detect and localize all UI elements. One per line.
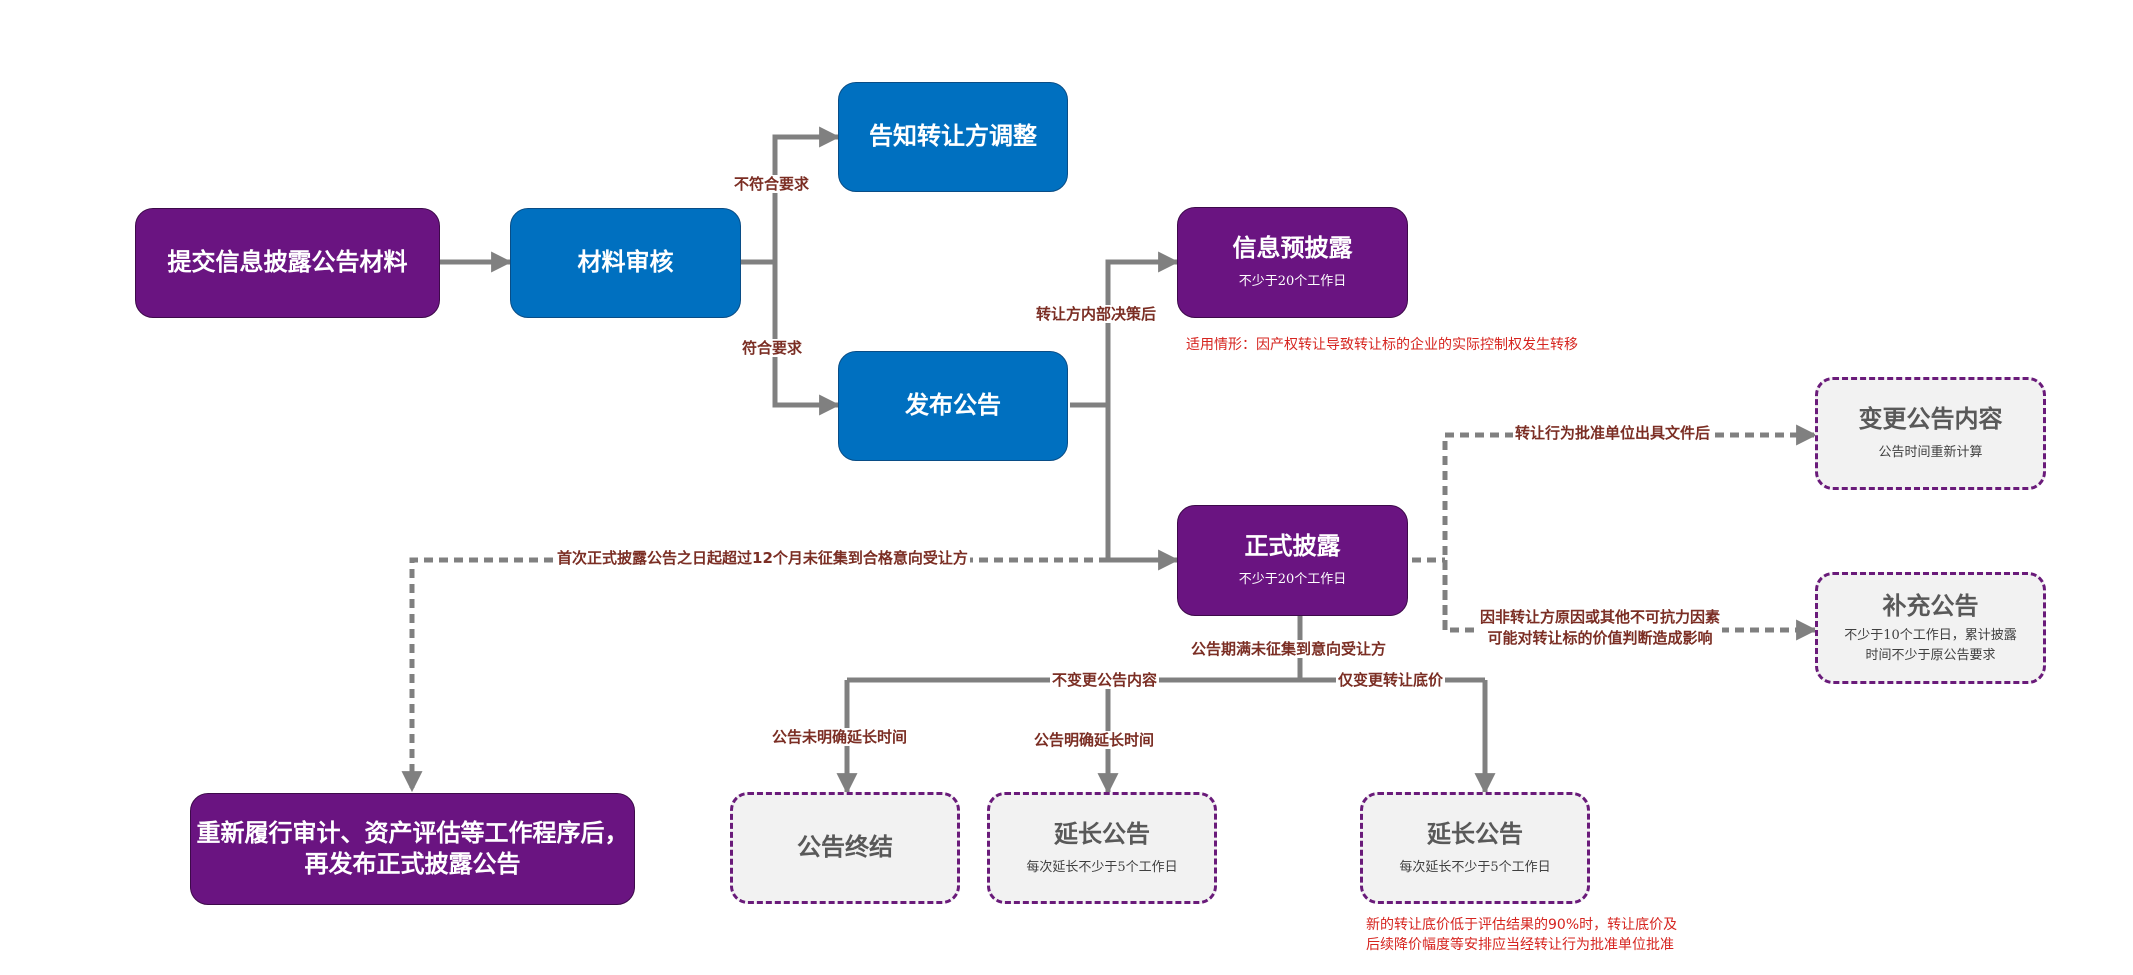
edge-to-change-content (1442, 424, 1818, 630)
edge-to-redo (401, 557, 1108, 793)
note-pre-disclosure-scope: 适用情形：因产权转让导致转让标的企业的实际控制权发生转移 (1186, 337, 1578, 353)
label-after-approval-docs: 转让行为批准单位出具文件后 (1513, 424, 1713, 442)
node-title: 公告终结 (797, 833, 893, 862)
edge-to-notify (772, 126, 841, 262)
label-with-extension-time: 公告明确延长时间 (1032, 731, 1157, 749)
node-subtitle: 不少于10个工作日，累计披露 时间不少于原公告要求 (1844, 626, 2017, 665)
node-title: 正式披露 (1244, 532, 1341, 561)
label-over-12-months: 首次正式披露公告之日起超过12个月未征集到合格意向受让方 (555, 549, 970, 567)
label-period-expired: 公告期满未征集到意向受让方 (1189, 640, 1389, 658)
node-title: 补充公告 (1882, 591, 1979, 620)
node-notify-transferor[interactable]: 告知转让方调整 (838, 82, 1068, 192)
label-line: 因非转让方原因或其他不可抗力因素 (1480, 608, 1721, 626)
label-force-majeure: 因非转让方原因或其他不可抗力因素 可能对转让标的价值判断造成影响 (1478, 608, 1723, 647)
label-no-change: 不变更公告内容 (1050, 671, 1160, 689)
node-subtitle-line: 时间不少于原公告要求 (1865, 647, 1996, 663)
node-title: 告知转让方调整 (869, 122, 1037, 151)
node-change-content[interactable]: 变更公告内容 公告时间重新计算 (1815, 377, 2046, 490)
node-title-line: 再发布正式披露公告 (304, 850, 521, 878)
node-submit-materials[interactable]: 提交信息披露公告材料 (135, 208, 440, 318)
label-line: 可能对转让标的价值判断造成影响 (1487, 629, 1713, 647)
node-redo-procedures[interactable]: 重新履行审计、资产评估等工作程序后， 再发布正式披露公告 (190, 793, 635, 905)
node-title: 材料审核 (577, 248, 674, 277)
node-subtitle: 不少于20个工作日 (1238, 572, 1347, 588)
node-extend-announcement-2[interactable]: 延长公告 每次延长不少于5个工作日 (1360, 792, 1590, 904)
node-terminate[interactable]: 公告终结 (730, 792, 960, 904)
node-title: 变更公告内容 (1858, 405, 2003, 434)
note-line: 新的转让底价低于评估结果的90%时，转让底价及 (1366, 917, 1678, 933)
note-price-approval: 新的转让底价低于评估结果的90%时，转让底价及 后续降价幅度等安排应当经转让行为… (1366, 915, 1677, 956)
node-subtitle: 每次延长不少于5个工作日 (1026, 859, 1178, 875)
node-extend-announcement-1[interactable]: 延长公告 每次延长不少于5个工作日 (987, 792, 1217, 904)
node-title-line: 重新履行审计、资产评估等工作程序后， (196, 818, 629, 847)
label-price-only: 仅变更转让底价 (1336, 671, 1446, 689)
node-supplement[interactable]: 补充公告 不少于10个工作日，累计披露 时间不少于原公告要求 (1815, 572, 2046, 684)
node-title: 发布公告 (905, 391, 1001, 420)
node-title: 信息预披露 (1232, 234, 1353, 263)
node-material-review[interactable]: 材料审核 (510, 208, 741, 318)
node-subtitle: 公告时间重新计算 (1878, 445, 1983, 461)
label-after-internal-decision: 转让方内部决策后 (1034, 305, 1159, 323)
node-subtitle: 每次延长不少于5个工作日 (1399, 859, 1551, 875)
node-subtitle-line: 不少于10个工作日，累计披露 (1844, 628, 2017, 644)
node-title: 延长公告 (1054, 819, 1150, 848)
edge-to-formal-disclosure (1105, 405, 1180, 571)
node-title: 提交信息披露公告材料 (167, 248, 408, 277)
node-title: 延长公告 (1427, 819, 1523, 848)
label-compliant: 符合要求 (740, 339, 805, 357)
node-pre-disclosure[interactable]: 信息预披露 不少于20个工作日 (1177, 207, 1408, 318)
node-publish-announcement[interactable]: 发布公告 (838, 351, 1068, 461)
node-formal-disclosure[interactable]: 正式披露 不少于20个工作日 (1177, 505, 1408, 616)
label-no-extension-time: 公告未明确延长时间 (770, 728, 910, 746)
label-not-compliant: 不符合要求 (732, 175, 812, 193)
node-subtitle: 不少于20个工作日 (1238, 274, 1347, 290)
edge-to-publish (772, 262, 841, 416)
note-line: 后续降价幅度等安排应当经转让行为批准单位批准 (1366, 937, 1674, 954)
